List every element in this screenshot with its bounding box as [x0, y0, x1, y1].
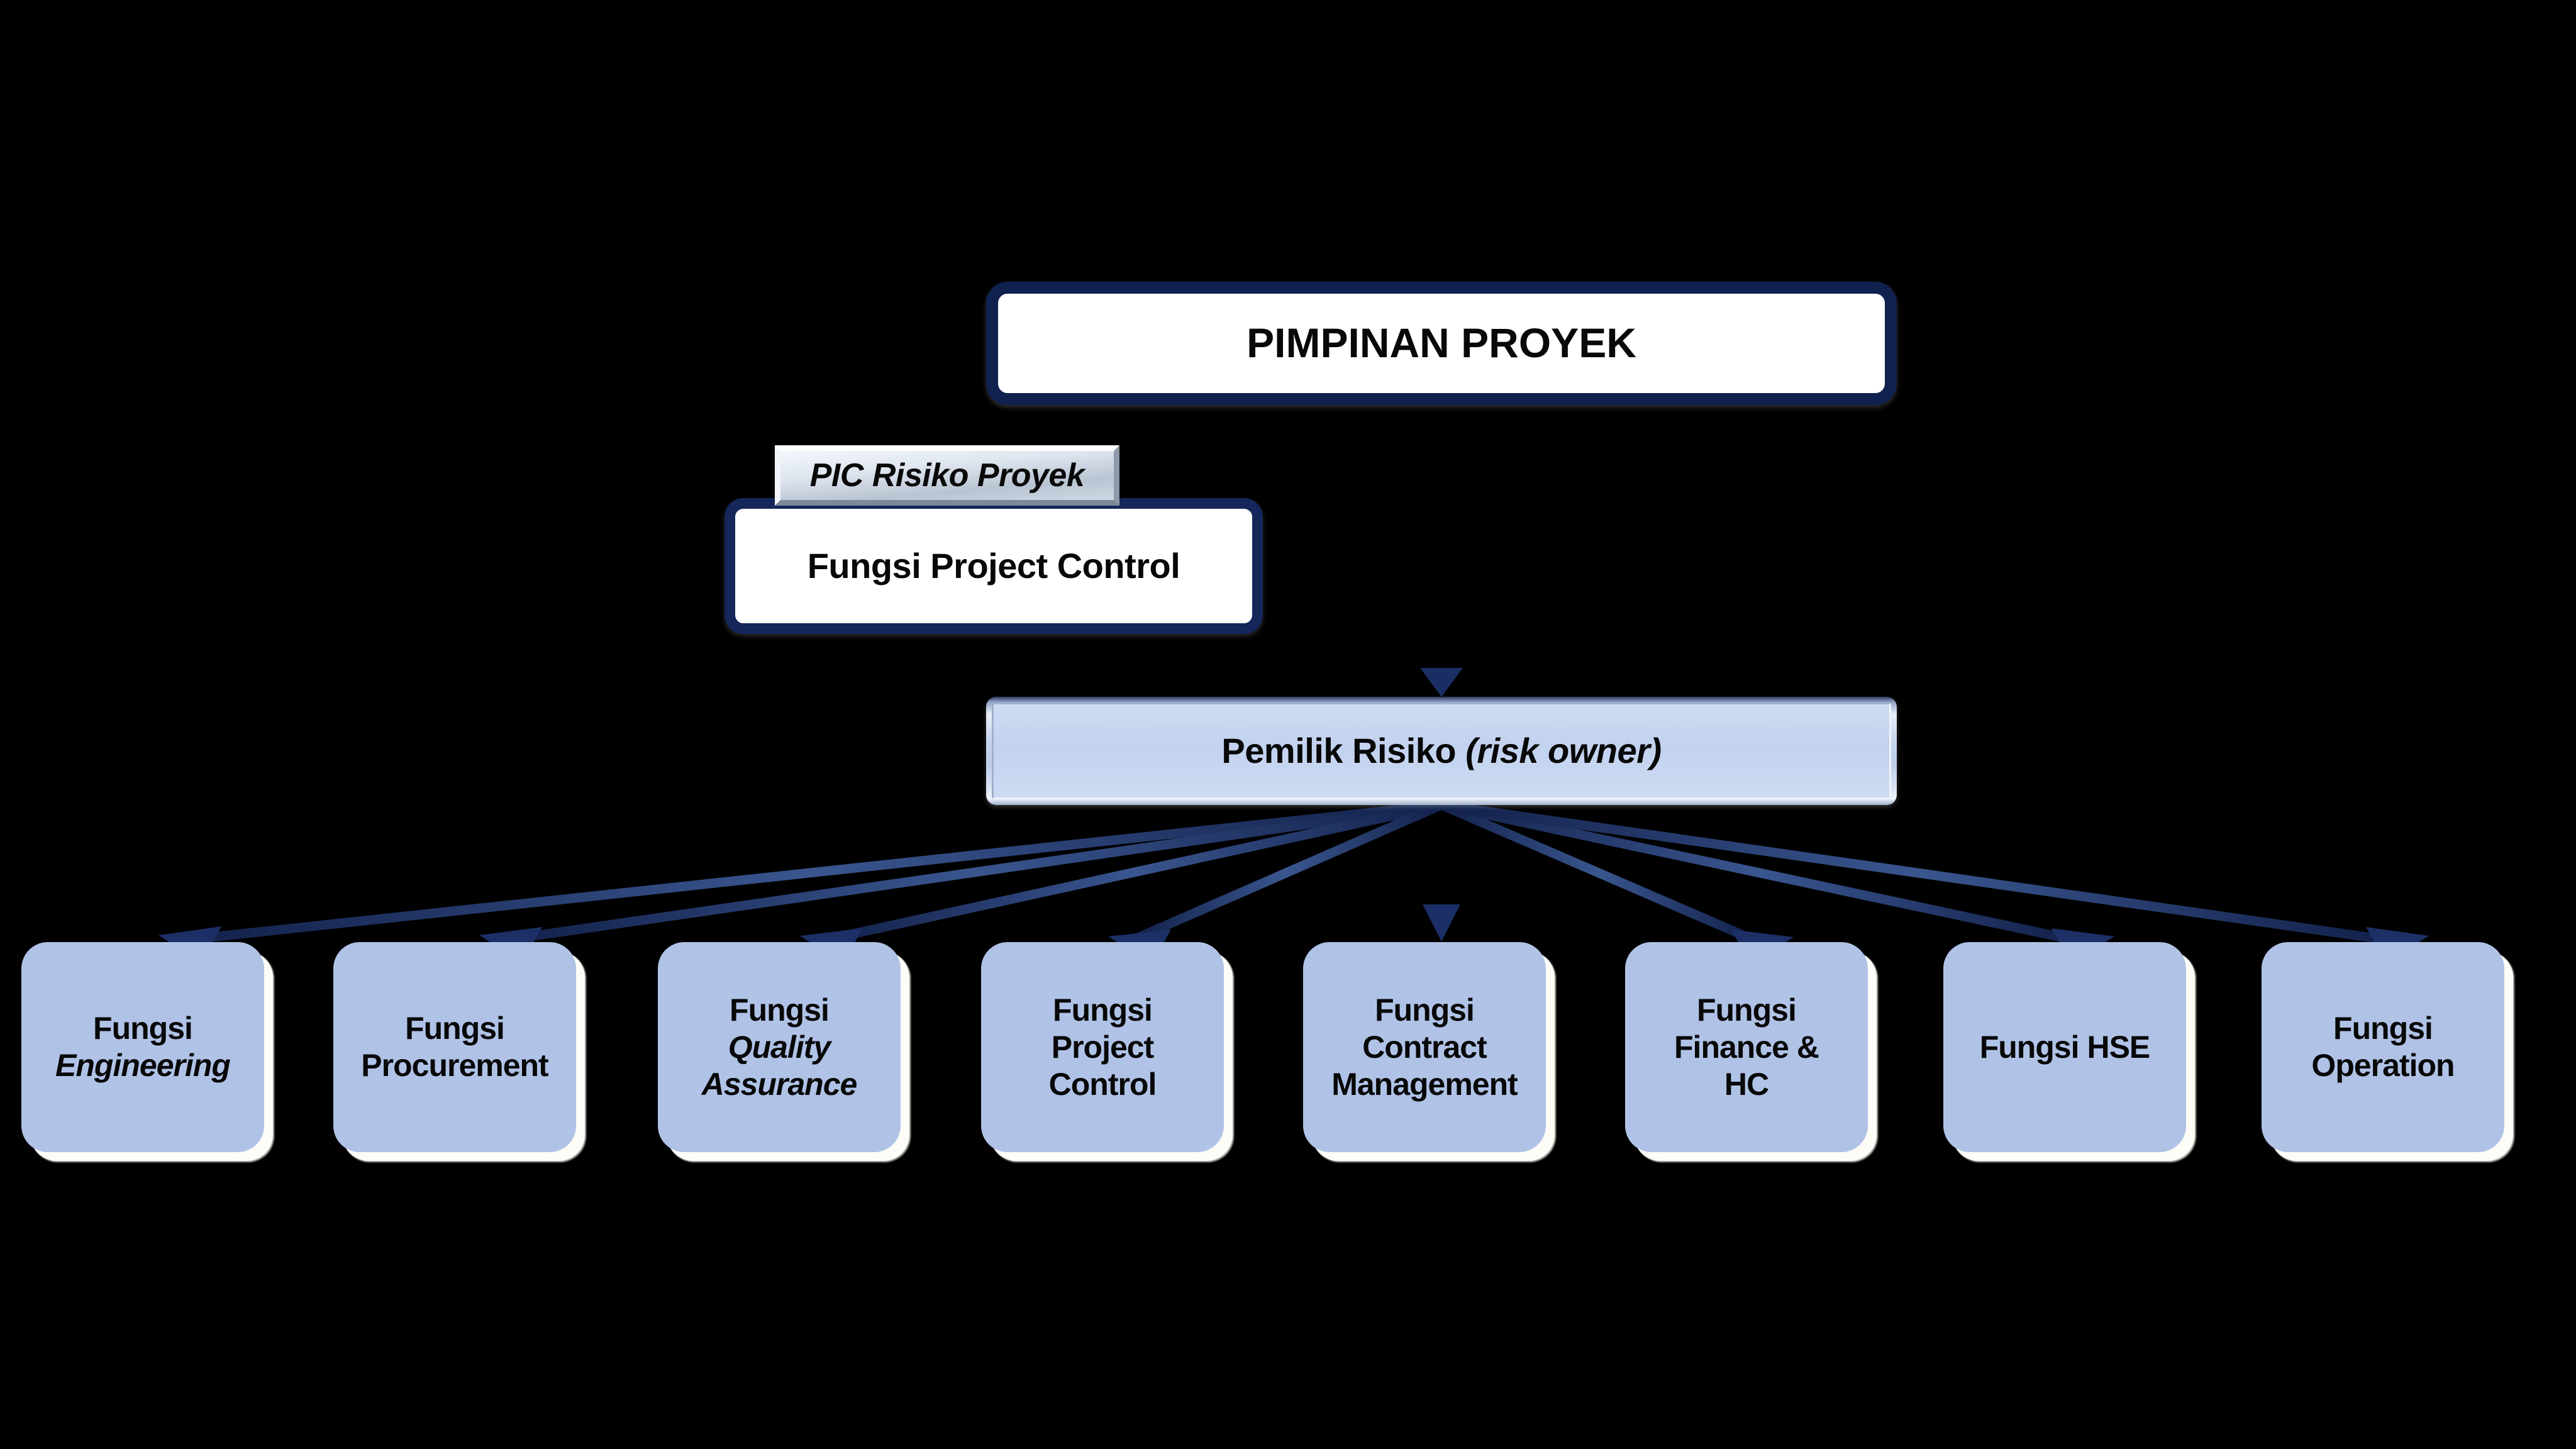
fn-line-3: Control: [1048, 1066, 1157, 1102]
fn-line-2: Engineering: [55, 1048, 231, 1083]
fn-line-3: Management: [1331, 1066, 1518, 1102]
node-pemilik-risiko[interactable]: Pemilik Risiko (risk owner): [986, 697, 1897, 805]
badge-pic-risiko-proyek[interactable]: PIC Risiko Proyek: [775, 445, 1119, 506]
node-fungsi-operation-label: Fungsi Operation: [2306, 1010, 2459, 1084]
node-fungsi-contract-management-label: Fungsi Contract Management: [1326, 992, 1523, 1103]
node-fungsi-project-control[interactable]: Fungsi Project Control: [981, 942, 1224, 1152]
node-fungsi-quality-assurance[interactable]: Fungsi Quality Assurance: [658, 942, 901, 1152]
fn-line-2: Quality: [728, 1029, 831, 1065]
badge-pic-risiko-proyek-label: PIC Risiko Proyek: [809, 457, 1085, 494]
node-fungsi-quality-assurance-label: Fungsi Quality Assurance: [697, 992, 862, 1103]
node-pimpinan-proyek[interactable]: PIMPINAN PROYEK: [986, 282, 1897, 405]
node-fungsi-contract-management[interactable]: Fungsi Contract Management: [1303, 942, 1546, 1152]
fn-line-1: Fungsi HSE: [1979, 1029, 2151, 1065]
node-fungsi-procurement[interactable]: Fungsi Procurement: [333, 942, 576, 1152]
fn-line-1: Fungsi: [1375, 992, 1475, 1028]
node-fungsi-project-control-staff[interactable]: Fungsi Project Control: [724, 498, 1263, 634]
node-fungsi-hse-label: Fungsi HSE: [1975, 1029, 2155, 1066]
fn-line-1: Fungsi: [2333, 1011, 2433, 1046]
node-fungsi-engineering[interactable]: Fungsi Engineering: [21, 942, 264, 1152]
fn-line-2: Finance &: [1674, 1029, 1819, 1065]
fn-line-2: Contract: [1362, 1029, 1487, 1065]
node-fungsi-procurement-label: Fungsi Procurement: [356, 1010, 553, 1084]
node-pimpinan-proyek-label: PIMPINAN PROYEK: [1246, 319, 1636, 367]
fn-line-3: HC: [1724, 1066, 1769, 1102]
node-fungsi-hse[interactable]: Fungsi HSE: [1943, 942, 2186, 1152]
fn-line-1: Fungsi: [730, 992, 830, 1028]
fn-line-2: Operation: [2311, 1048, 2455, 1083]
node-fungsi-project-control-label: Fungsi Project Control: [1044, 992, 1162, 1103]
fn-line-2: Procurement: [361, 1048, 548, 1083]
connector-pimpinan-to-owner: [1420, 405, 1463, 697]
node-fungsi-project-control-staff-label: Fungsi Project Control: [807, 545, 1180, 586]
node-pemilik-risiko-label: Pemilik Risiko (risk owner): [1221, 730, 1662, 772]
node-fungsi-operation[interactable]: Fungsi Operation: [2262, 942, 2504, 1152]
node-pemilik-risiko-label-italic: (risk owner): [1465, 730, 1662, 770]
node-fungsi-engineering-label: Fungsi Engineering: [50, 1010, 235, 1084]
fn-line-1: Fungsi: [1053, 992, 1153, 1028]
node-pemilik-risiko-label-main: Pemilik Risiko: [1221, 730, 1466, 770]
connector-fan-to-functions: [182, 800, 2391, 945]
fn-line-2: Project: [1051, 1029, 1155, 1065]
fn-line-3: Assurance: [701, 1066, 858, 1102]
fn-line-1: Fungsi: [1697, 992, 1797, 1028]
node-fungsi-finance-hc-label: Fungsi Finance & HC: [1669, 992, 1824, 1103]
node-pemilik-risiko-inner: Pemilik Risiko (risk owner): [992, 702, 1891, 799]
fn-line-1: Fungsi: [93, 1011, 193, 1046]
fn-line-1: Fungsi: [405, 1011, 505, 1046]
node-fungsi-finance-hc[interactable]: Fungsi Finance & HC: [1625, 942, 1868, 1152]
